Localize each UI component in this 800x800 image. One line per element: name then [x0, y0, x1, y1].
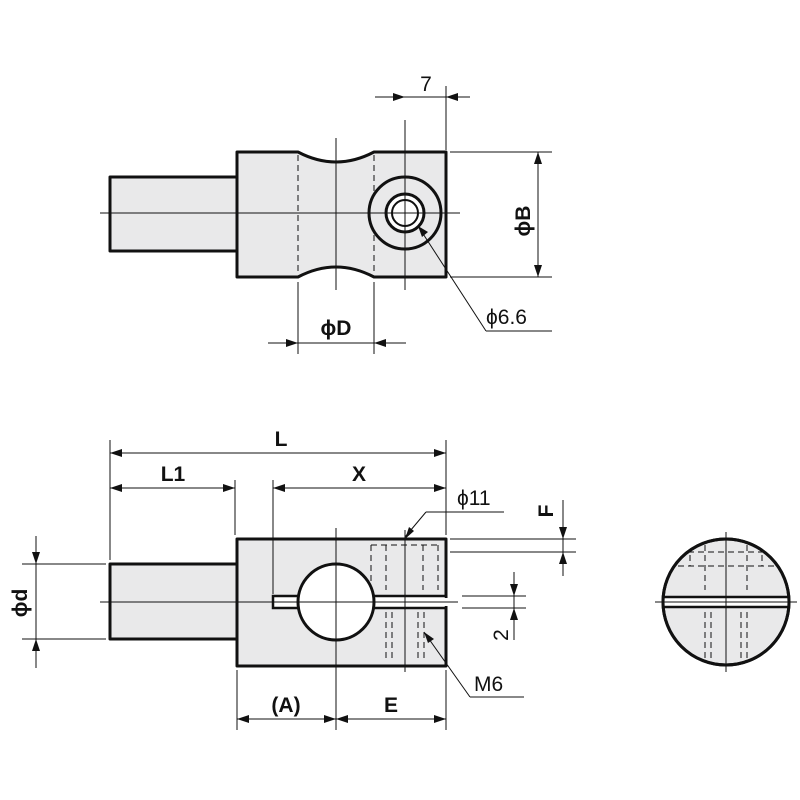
dimD-arrow-right — [374, 339, 386, 347]
dimB-arrow-top — [534, 152, 542, 164]
dim7-arrow-left — [393, 93, 405, 101]
dim2-label: 2 — [490, 629, 513, 641]
dimd-label: ϕd — [9, 589, 32, 618]
dimL-label: L — [275, 428, 288, 451]
dim66-label: ϕ6.6 — [486, 306, 527, 329]
dimA-arrow-right — [324, 715, 336, 723]
front-view: L L1 X ϕ11 F 2 — [9, 428, 576, 730]
dimL1-arrow-right — [223, 484, 235, 492]
dimB-arrow-bottom — [534, 265, 542, 277]
dim11-arrow — [405, 527, 414, 539]
dimL-arrow-left — [110, 449, 122, 457]
side-view — [655, 532, 797, 672]
dimF-label: F — [535, 504, 558, 517]
dimX-arrow-right — [434, 484, 446, 492]
dim66-arrow — [418, 226, 428, 237]
dimE-label: E — [384, 694, 398, 717]
dimL1-arrow-left — [110, 484, 122, 492]
dimD-arrow-left — [286, 339, 298, 347]
dimM6-leader — [423, 631, 471, 698]
dimd-arrow-top — [32, 552, 40, 564]
dimD-label: ϕD — [321, 317, 352, 340]
dimX-label: X — [352, 463, 366, 486]
top-view: 7 ϕB ϕ6.6 ϕD — [100, 73, 552, 354]
dimA-label: (A) — [271, 694, 300, 717]
dim2-arrow-bottom — [510, 608, 518, 620]
dimM6-label: M6 — [474, 673, 503, 696]
top-shaft — [108, 175, 239, 253]
dimA-arrow-left — [237, 715, 249, 723]
dim7-arrow-right — [446, 93, 458, 101]
dimX-arrow-left — [273, 484, 285, 492]
dim2-arrow-top — [510, 584, 518, 596]
dimL1-label: L1 — [161, 463, 186, 486]
dimE-arrow-right — [434, 715, 446, 723]
dimF-arrow-top — [559, 527, 567, 539]
dimE-arrow-left — [336, 715, 348, 723]
dimM6-arrow — [424, 632, 434, 643]
dimF-arrow-bottom — [559, 552, 567, 564]
dim66-leader — [417, 225, 487, 332]
dim11-label: ϕ11 — [457, 487, 491, 510]
dim7-label: 7 — [420, 73, 432, 96]
dimL-arrow-right — [434, 449, 446, 457]
dimd-arrow-bottom — [32, 639, 40, 651]
dimB-label: ϕB — [512, 206, 535, 237]
